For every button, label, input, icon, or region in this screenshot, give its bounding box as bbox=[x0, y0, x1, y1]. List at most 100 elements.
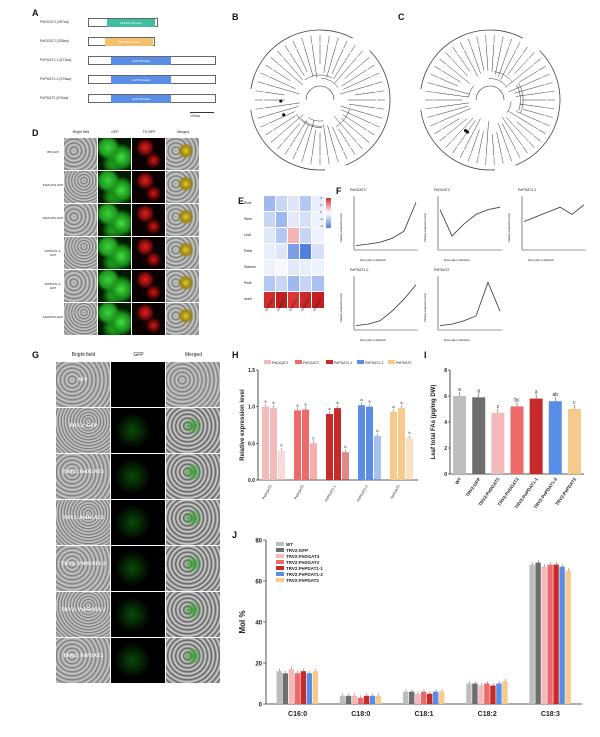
vigs-merged-image bbox=[166, 362, 220, 407]
heatmap-cell bbox=[299, 275, 313, 293]
heatmap-cell bbox=[287, 243, 301, 261]
tree-branch bbox=[514, 58, 529, 74]
tree-branch bbox=[311, 130, 316, 156]
microscopy-image bbox=[132, 138, 165, 170]
tree-branch bbox=[506, 117, 529, 142]
protein-label: PePDAT1-2 (676aa) bbox=[40, 77, 72, 81]
leaf-label-mark bbox=[310, 156, 313, 165]
line-plot-title: PeDGAT2 bbox=[434, 188, 450, 192]
clade-arc bbox=[515, 50, 561, 166]
row-label: PeDGAT3-GFP bbox=[42, 183, 64, 187]
heatmap-cell bbox=[263, 275, 277, 293]
leaf-label-mark bbox=[292, 151, 297, 160]
line-plot-xlabel: Days after pollination bbox=[360, 258, 387, 262]
leaf-label-mark bbox=[255, 107, 264, 110]
leaf-label-mark bbox=[255, 90, 264, 93]
heatmap-cell bbox=[263, 195, 277, 213]
tree-branch bbox=[523, 109, 544, 116]
significance-label: c bbox=[497, 404, 500, 410]
leaf-label-mark bbox=[493, 156, 495, 165]
bar bbox=[496, 683, 502, 704]
bar bbox=[398, 408, 405, 480]
leaf-label-mark bbox=[367, 64, 375, 70]
protein-label: PePDAT1-1 (672aa) bbox=[40, 58, 72, 62]
leaf-label-mark bbox=[357, 50, 363, 58]
heatmap-cell bbox=[263, 259, 277, 277]
leaf-label-mark bbox=[425, 90, 434, 93]
vigs-gfp-image bbox=[111, 638, 165, 683]
tree-arc bbox=[308, 117, 324, 122]
tree-arc bbox=[494, 71, 513, 83]
heatmap-cell bbox=[311, 259, 325, 277]
leaf-label-mark bbox=[367, 130, 375, 136]
x-tick-label: WT bbox=[454, 477, 462, 486]
highlight-dot bbox=[279, 99, 283, 103]
bar bbox=[302, 409, 309, 480]
tree-branch bbox=[491, 44, 495, 72]
microscopy-image bbox=[132, 303, 165, 335]
tree-branch bbox=[485, 121, 489, 156]
leaf-label-mark bbox=[260, 72, 269, 77]
tree-branch bbox=[272, 115, 296, 131]
leaf-label-mark bbox=[284, 147, 290, 155]
tree-branch bbox=[518, 103, 546, 108]
leaf-label-mark bbox=[452, 146, 458, 154]
bar bbox=[312, 671, 318, 704]
heatmap-cell bbox=[311, 211, 325, 229]
y-tick-label: 4 bbox=[444, 420, 447, 426]
bar bbox=[565, 570, 571, 704]
bar bbox=[363, 695, 370, 704]
tree-branch bbox=[277, 114, 304, 137]
protein-bar: DAGAT Domain bbox=[88, 37, 155, 46]
leaf-label-mark bbox=[327, 156, 330, 165]
tree-branch bbox=[446, 118, 468, 136]
bar bbox=[276, 671, 282, 704]
leaf-label-mark bbox=[270, 57, 278, 63]
bar bbox=[421, 691, 427, 704]
color-scale-label: -2 bbox=[320, 217, 323, 221]
heatmap-cell bbox=[263, 291, 277, 309]
tree-branch bbox=[268, 76, 296, 89]
vigs-bright-field-image bbox=[56, 592, 110, 637]
clade-arc bbox=[250, 29, 353, 90]
significance-label: a bbox=[458, 387, 461, 393]
heatmap-row-label: Pistil bbox=[244, 281, 252, 285]
leaf-label-mark bbox=[430, 122, 438, 127]
significance-label: b bbox=[376, 428, 379, 433]
vigs-gfp-image bbox=[111, 546, 165, 591]
tree-branch bbox=[311, 44, 318, 78]
scale-label: 100aa bbox=[190, 114, 200, 118]
tree-branch bbox=[323, 44, 329, 74]
bar bbox=[345, 695, 352, 704]
y-tick-label: 40 bbox=[255, 621, 262, 627]
color-scale-label: -4 bbox=[320, 224, 323, 228]
legend-label: TRV2:PePDAT1-2 bbox=[286, 572, 323, 577]
column-header: Bright field bbox=[72, 130, 90, 134]
tree-root-arc bbox=[305, 85, 335, 101]
bar bbox=[358, 405, 365, 480]
protein-bar: LCAT Domain bbox=[88, 56, 216, 65]
line-plot-svg bbox=[521, 196, 586, 251]
microscopy-image bbox=[166, 171, 199, 203]
tree-branch bbox=[515, 92, 546, 97]
tree-branch bbox=[471, 47, 481, 74]
line-plot-ylabel: Relative expression level bbox=[424, 213, 427, 242]
leaf-label-mark bbox=[265, 64, 273, 70]
vigs-bright-field-image bbox=[56, 408, 110, 453]
significance-label: a bbox=[304, 402, 307, 407]
tree-branch bbox=[442, 70, 461, 83]
highlight-dot bbox=[282, 113, 286, 117]
tree-branch bbox=[464, 50, 478, 77]
y-tick-label: 1.5 bbox=[248, 368, 255, 374]
domain-box: DAGAT Domain bbox=[105, 38, 153, 46]
tree-branch bbox=[341, 118, 363, 137]
tree-branch bbox=[508, 111, 538, 130]
series-line bbox=[439, 281, 501, 326]
microscopy-image bbox=[98, 270, 131, 302]
x-group-label: PePDAT2 bbox=[390, 484, 401, 499]
vigs-bright-field-image bbox=[56, 638, 110, 683]
tree-arc bbox=[516, 84, 521, 111]
